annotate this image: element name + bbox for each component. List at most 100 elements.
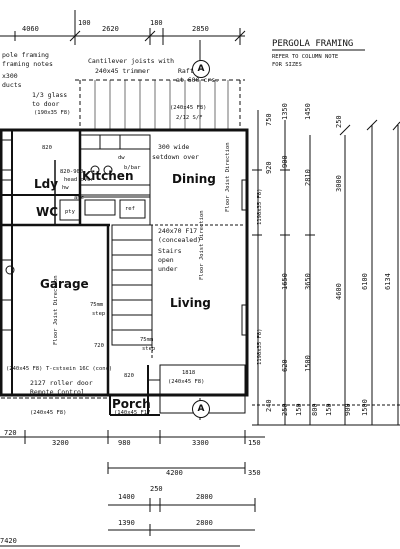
room-porch: Porch bbox=[112, 397, 151, 411]
bottom-dim-5: 150 bbox=[248, 439, 261, 447]
right-dim-12: 6134 bbox=[384, 273, 392, 290]
bottom-dim-4: 3300 bbox=[192, 439, 209, 447]
note-820: 820 bbox=[42, 145, 52, 151]
room-kitchen: Kitchen bbox=[82, 169, 134, 183]
note-ducts: ducts bbox=[2, 81, 22, 89]
note-roller-door: 2127 roller door bbox=[30, 379, 93, 387]
top-dim-1: 4060 bbox=[22, 25, 39, 33]
right-dim-21: 900 bbox=[344, 403, 352, 416]
bottom-dim-9: 250 bbox=[150, 485, 163, 493]
bottom-dim-2: 3200 bbox=[52, 439, 69, 447]
note-step-2: 75mm bbox=[140, 337, 154, 343]
room-ldy: Ldy bbox=[34, 177, 59, 191]
pergola-subtitle-1: REFER TO COLUMN NOTE bbox=[272, 54, 339, 60]
note-bbar: b/bar bbox=[124, 165, 141, 171]
note-under: under bbox=[158, 265, 178, 273]
right-dim-16: 240 bbox=[265, 399, 273, 412]
right-dim-20: 150 bbox=[325, 403, 333, 416]
note-rafters: Rafters bbox=[178, 68, 205, 75]
right-dim-18: 150 bbox=[295, 403, 303, 416]
note-ahc: ahc bbox=[74, 195, 84, 201]
note-dw: dw bbox=[118, 155, 125, 161]
top-dim-2: 2620 bbox=[102, 25, 119, 33]
room-living: Living bbox=[170, 296, 211, 310]
pergola-title: PERGOLA FRAMING bbox=[272, 39, 354, 49]
note-rafters-crs: at 600 crs. bbox=[176, 76, 220, 84]
note-beam-side-1: 1198x35 F8) bbox=[257, 188, 263, 225]
note-beam-porch: (140x45 F17 bbox=[114, 410, 151, 416]
note-beam-top2: 2/12 S/F bbox=[176, 115, 203, 121]
right-dim-4: 250 bbox=[335, 115, 343, 128]
note-rollerdoor: T-cstsein 16C (conc) bbox=[46, 366, 113, 372]
bottom-dim-10: 2800 bbox=[196, 493, 213, 501]
note-lintel-door: (190x35 F8) bbox=[34, 110, 71, 116]
note-pty: pty bbox=[65, 209, 75, 215]
note-beam-stair: 240x70 F17 bbox=[158, 227, 198, 235]
note-to-door: to door bbox=[32, 100, 60, 108]
note-step-2b: step bbox=[142, 346, 156, 352]
note-beam-side-2: 1198x35 F8) bbox=[257, 328, 263, 365]
room-wc: WC bbox=[36, 205, 59, 219]
note-setdown: setdown over bbox=[152, 153, 199, 161]
note-trimmer: 240x45 trimmer bbox=[95, 67, 150, 75]
note-x300: x300 bbox=[2, 72, 18, 80]
right-dim-5: 920 bbox=[265, 161, 273, 174]
bottom-dim-7: 350 bbox=[248, 469, 261, 477]
note-step-1: 75mm bbox=[90, 302, 104, 308]
right-dim-2: 1350 bbox=[281, 103, 289, 120]
note-open: open bbox=[158, 256, 174, 264]
note-beam-bottom: (240x45 F8) bbox=[30, 410, 67, 416]
pergola-subtitle-2: FOR SIZES bbox=[272, 62, 302, 68]
note-beam-porch2: (240x45 F8) bbox=[168, 379, 205, 385]
right-dim-15: 620 bbox=[281, 359, 289, 372]
note-cantilever: Cantilever joists with bbox=[88, 57, 175, 65]
section-marker-bottom: A bbox=[192, 400, 210, 418]
right-dim-6: 900 bbox=[281, 155, 289, 168]
note-820-900: 820-900 bbox=[60, 169, 84, 175]
bottom-dim-1: 720 bbox=[4, 429, 17, 437]
note-pole-framing: pole framing bbox=[2, 51, 49, 59]
note-720: 720 bbox=[94, 343, 104, 349]
note-remote-control: Remote Control bbox=[30, 388, 85, 396]
right-dim-22: 1500 bbox=[361, 399, 369, 416]
right-dim-1: 750 bbox=[265, 113, 273, 126]
bottom-dim-12: 2800 bbox=[196, 519, 213, 527]
bottom-dim-8: 1400 bbox=[118, 493, 135, 501]
room-dining: Dining bbox=[172, 172, 216, 186]
note-beam-top: (240x45 F8) bbox=[170, 105, 207, 111]
note-300-wide: 300 wide bbox=[158, 143, 190, 151]
note-floor-joist-2: Floor Joist Direction bbox=[199, 210, 205, 280]
note-step-1b: step bbox=[92, 311, 106, 317]
bottom-dim-13: 7420 bbox=[0, 537, 17, 545]
note-beam-garage: (240x45 F8) bbox=[6, 366, 43, 372]
note-concealed: (concealed) bbox=[158, 236, 202, 244]
right-dim-13: 1650 bbox=[281, 273, 289, 290]
note-head-over: head over bbox=[64, 177, 94, 183]
right-dim-10: 4600 bbox=[335, 283, 343, 300]
right-dim-19: 800 bbox=[311, 403, 319, 416]
room-garage: Garage bbox=[40, 277, 89, 291]
right-dim-9: 3650 bbox=[304, 273, 312, 290]
note-820b: 820 bbox=[124, 373, 134, 379]
note-hw: hw bbox=[62, 185, 69, 191]
note-framing-notes: framing notes bbox=[2, 60, 53, 68]
note-stairs: Stairs bbox=[158, 247, 182, 255]
right-dim-7: 2810 bbox=[304, 169, 312, 186]
right-dim-14: 1500 bbox=[304, 355, 312, 372]
bottom-dim-6: 4200 bbox=[166, 469, 183, 477]
top-dim-4: 2850 bbox=[192, 25, 209, 33]
bottom-dim-3: 980 bbox=[118, 439, 131, 447]
right-dim-8: 3000 bbox=[335, 175, 343, 192]
right-dim-17: 250 bbox=[281, 403, 289, 416]
top-dim-5: 100 bbox=[78, 19, 91, 27]
right-dim-3: 1450 bbox=[304, 103, 312, 120]
section-marker-top: A bbox=[192, 60, 210, 78]
top-dim-3: 180 bbox=[150, 19, 163, 27]
note-glass: 1/3 glass bbox=[32, 91, 68, 99]
note-floor-joist-1: Floor Joist Direction bbox=[225, 142, 231, 212]
bottom-dim-11: 1390 bbox=[118, 519, 135, 527]
note-ref: ref bbox=[125, 206, 135, 212]
right-dim-11: 6100 bbox=[361, 273, 369, 290]
